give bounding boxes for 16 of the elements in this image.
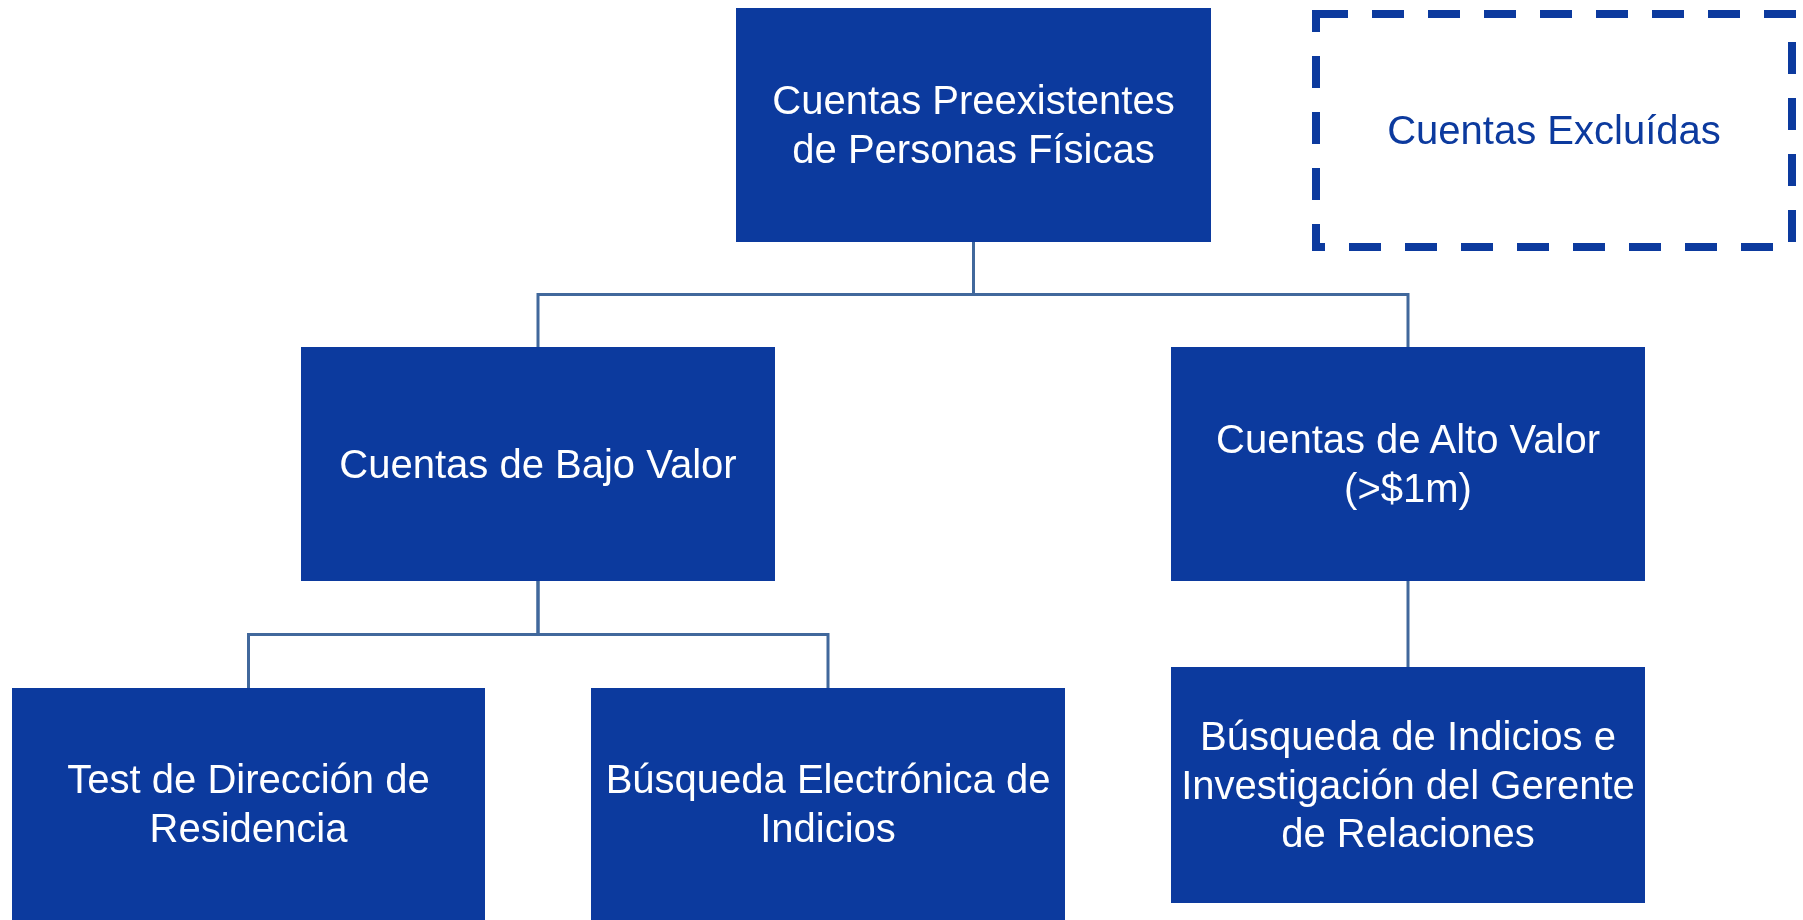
process-box bbox=[1171, 667, 1645, 903]
process-box bbox=[1171, 347, 1645, 581]
box-label: Cuentas de Alto Valor (>$1m) bbox=[1215, 416, 1601, 512]
process-box bbox=[591, 688, 1065, 920]
box-label: Cuentas Excluídas bbox=[1387, 107, 1721, 155]
box-label: Cuentas de Bajo Valor bbox=[339, 440, 737, 488]
box-label: Cuentas Preexistentes de Personas Físicas bbox=[771, 77, 1176, 173]
box-label: Búsqueda de Indicios e Investigación del Gerente de Relaciones bbox=[1181, 712, 1635, 858]
process-box bbox=[736, 8, 1211, 242]
process-box bbox=[12, 688, 485, 920]
process-box bbox=[301, 347, 775, 581]
connector-line bbox=[1406, 581, 1410, 667]
box-label: Búsqueda Electrónica de Indicios bbox=[604, 756, 1052, 852]
dashed-box bbox=[1312, 10, 1796, 251]
box-label: Test de Dirección de Residencia bbox=[66, 756, 431, 852]
connector-line bbox=[536, 581, 830, 688]
